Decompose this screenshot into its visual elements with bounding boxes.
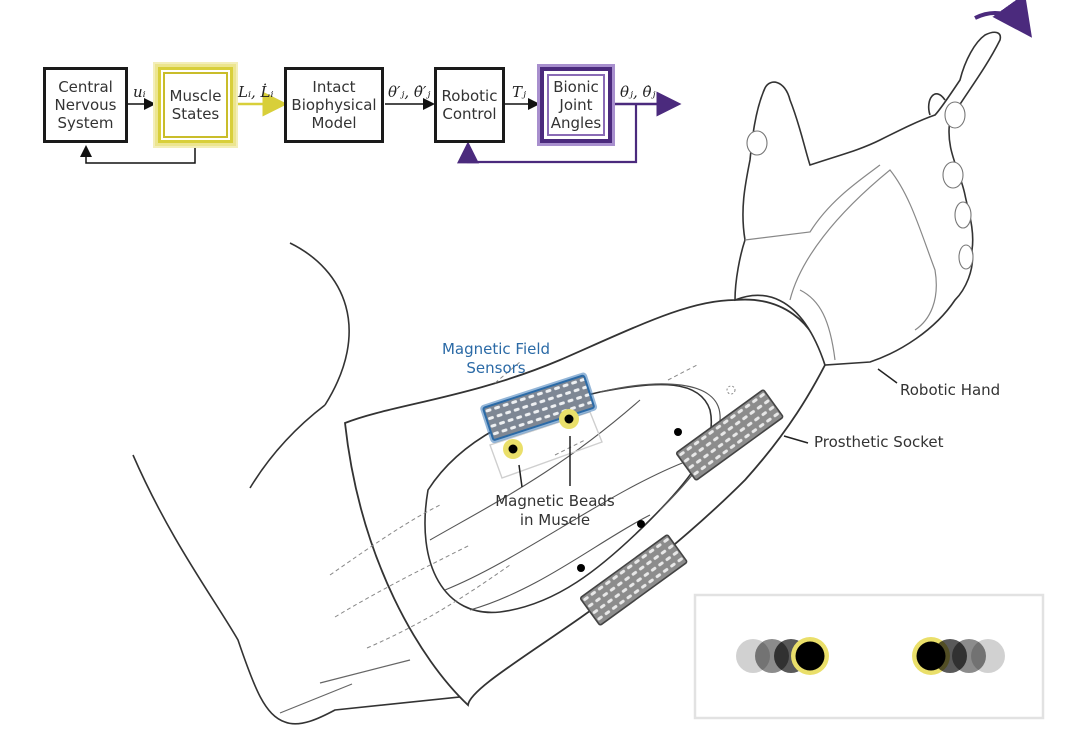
block-intact-biophysical-model: Intact Biophysical Model (284, 67, 384, 143)
bead-previous-position (933, 639, 967, 673)
sensor-array-gray (579, 534, 688, 626)
label-robotic-hand: Robotic Hand (900, 381, 1001, 399)
label-prosthetic-socket: Prosthetic Socket (814, 433, 944, 451)
signal-T: Tⱼ (512, 83, 526, 101)
bead-current-position (795, 641, 825, 671)
magnetic-bead (559, 409, 579, 429)
label-magnetic-beads: Magnetic Beads in Muscle (495, 492, 615, 529)
shoulder-outline (289, 242, 350, 406)
magnetic-bead (674, 428, 682, 436)
upper-arm-outline (132, 454, 469, 725)
block-bionic-joint-angles: Bionic Joint Angles (540, 67, 612, 143)
magnetic-bead (577, 564, 585, 572)
signal-theta-prime: θ′ⱼ, θ̇′ⱼ (388, 83, 431, 101)
bead-previous-position (971, 639, 1005, 673)
bead-previous-position (736, 639, 770, 673)
sensor-array-gray (675, 389, 784, 481)
signal-theta: θⱼ, θ̇ⱼ (620, 83, 656, 101)
bead-previous-position (952, 639, 986, 673)
magnetic-bead (637, 520, 645, 528)
signal-L: Lᵢ, L̇ᵢ (238, 83, 274, 101)
rotation-arrow-icon (974, 0, 1032, 38)
label-magnetic-field-sensors: Magnetic Field Sensors (441, 340, 551, 377)
bead-motion-inset (693, 593, 1045, 720)
block-central-nervous-system: Central Nervous System (43, 67, 128, 143)
block-robotic-control: Robotic Control (434, 67, 505, 143)
magnetic-bead (503, 439, 523, 459)
block-muscle-states: Muscle States (155, 64, 236, 146)
magnetic-field-sensor (480, 372, 598, 444)
signal-u: uᵢ (133, 83, 146, 101)
robotic-hand (734, 31, 1002, 366)
